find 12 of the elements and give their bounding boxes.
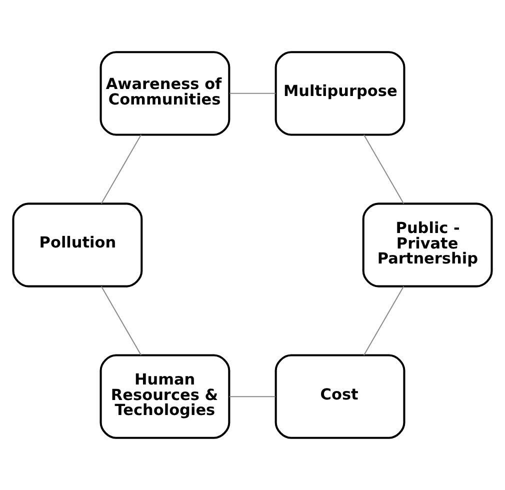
connector: [100, 286, 142, 356]
node-box: Human Resources & Techologies: [100, 354, 230, 439]
connector: [363, 286, 404, 356]
connector: [229, 396, 276, 398]
node-box: Multipurpose: [274, 51, 406, 136]
connector: [100, 134, 142, 204]
node-box: Awareness of Communities: [100, 51, 230, 136]
node-box: Pollution: [12, 202, 143, 288]
connector: [230, 92, 276, 94]
node-box: Public - Private Partnership: [362, 202, 493, 288]
node-box: Cost: [274, 354, 406, 439]
connector: [364, 134, 404, 204]
